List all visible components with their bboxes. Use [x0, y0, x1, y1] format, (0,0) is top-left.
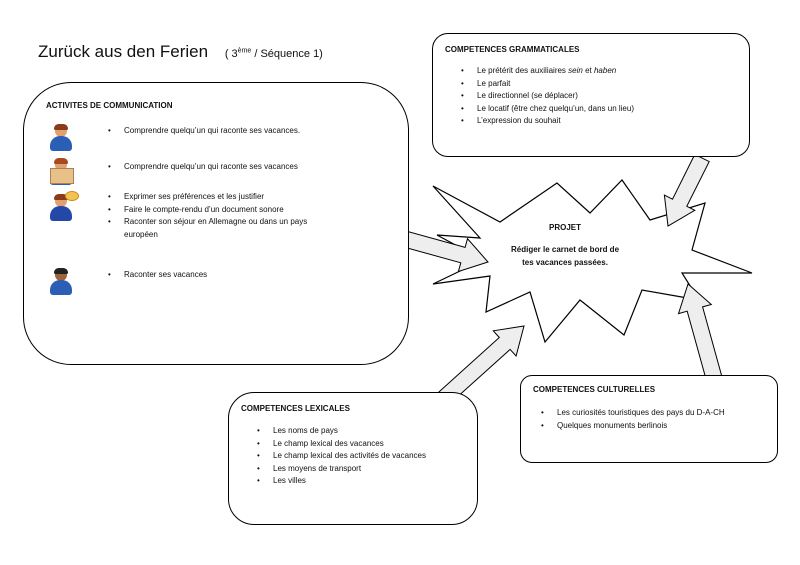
- list-item: Exprimer ses préférences et les justifie…: [108, 191, 324, 204]
- listening-person-icon: [48, 124, 74, 153]
- list-item: Le champ lexical des vacances: [257, 438, 477, 451]
- projet-heading: PROJET: [548, 223, 581, 232]
- box-heading: COMPETENCES GRAMMATICALES: [445, 45, 580, 54]
- list-item: Les curiosités touristiques des pays du …: [541, 407, 777, 420]
- subtitle-sequence: / Séquence 1): [251, 48, 323, 60]
- arrow-grammaticales-to-projet: [663, 153, 710, 227]
- title-subtitle: ( 3ème / Séquence 1): [224, 47, 323, 60]
- list-item: Comprendre quelqu’un qui raconte ses vac…: [108, 161, 298, 174]
- list-item: Comprendre quelqu’un qui raconte ses vac…: [108, 125, 300, 138]
- box-heading: ACTIVITES DE COMMUNICATION: [46, 101, 173, 110]
- subtitle-sup: ème: [237, 47, 252, 55]
- projet-block: PROJET Rédiger le carnet de bord de tes …: [510, 221, 620, 269]
- activites-communication-box: ACTIVITES DE COMMUNICATION Comprendre qu…: [23, 82, 409, 365]
- speaking-person-icon: [48, 191, 79, 223]
- list-item: L’expression du souhait: [461, 115, 749, 128]
- competences-lexicales-box: COMPETENCES LEXICALES Les noms de pays L…: [228, 392, 478, 525]
- list-item: Les noms de pays: [257, 425, 477, 438]
- list-item: Le prétérit des auxiliaires sein et habe…: [461, 65, 749, 78]
- list-item: Le directionnel (se déplacer): [461, 90, 749, 103]
- title-main: Zurück aus den Ferien: [38, 42, 209, 61]
- list-item: Les villes: [257, 475, 477, 488]
- reading-person-icon: [48, 158, 74, 187]
- competences-grammaticales-box: COMPETENCES GRAMMATICALES Le prétérit de…: [432, 33, 750, 157]
- list-item: Faire le compte-rendu d’un document sono…: [108, 204, 324, 217]
- list-item: Les moyens de transport: [257, 463, 477, 476]
- list-item: Le parfait: [461, 78, 749, 91]
- box-heading: COMPETENCES LEXICALES: [241, 404, 350, 413]
- list-item: Le champ lexical des activités de vacanc…: [257, 450, 477, 463]
- list-item: Raconter ses vacances: [108, 269, 207, 282]
- page-title: Zurück aus den Ferien ( 3ème / Séquence …: [38, 42, 323, 62]
- list-item: Quelques monuments berlinois: [541, 420, 777, 433]
- arrow-culturelles-to-projet: [677, 283, 723, 381]
- writing-person-icon: [48, 268, 74, 297]
- list-item: Raconter son séjour en Allemagne ou dans…: [108, 216, 324, 241]
- box-heading: COMPETENCES CULTURELLES: [533, 385, 656, 394]
- projet-text: Rédiger le carnet de bord de tes vacance…: [510, 245, 620, 267]
- list-item: Le locatif (être chez quelqu’un, dans un…: [461, 103, 749, 116]
- subtitle-level: ( 3: [224, 48, 238, 60]
- competences-culturelles-box: COMPETENCES CULTURELLES Les curiosités t…: [520, 375, 778, 463]
